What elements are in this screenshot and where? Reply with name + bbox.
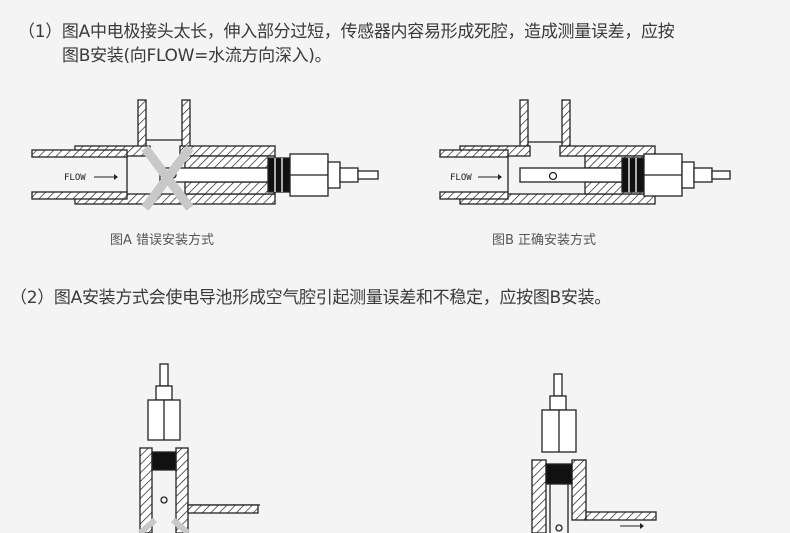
figure-a-diagram: FLOW — [31, 99, 379, 211]
figure-a-vertical-diagram — [138, 363, 260, 533]
section1-text: （1）图A中电极接头太长，伸入部分过短，传感器内容易形成死腔，造成测量误差，应按… — [18, 20, 788, 68]
figure-b-diagram: FLOW — [439, 99, 731, 205]
figure-b-caption: 图B 正确安装方式 — [492, 233, 597, 248]
figure-a-flow-label: FLOW — [64, 173, 86, 183]
figure-b-flow-label: FLOW — [450, 173, 472, 183]
figure-a-caption: 图A 错误安装方式 — [110, 233, 215, 248]
section1-line1: （1）图A中电极接头太长，伸入部分过短，传感器内容易形成死腔，造成测量误差，应按 — [18, 22, 675, 42]
section1-line2: 图B安装(向FLOW=水流方向深入)。 — [62, 46, 332, 66]
section2-text: （2）图A安装方式会使电导池形成空气腔引起测量误差和不稳定，应按图B安装。 — [10, 288, 612, 308]
figure-b-vertical-diagram — [531, 373, 657, 533]
wrong-x-mark-icon — [141, 145, 194, 211]
